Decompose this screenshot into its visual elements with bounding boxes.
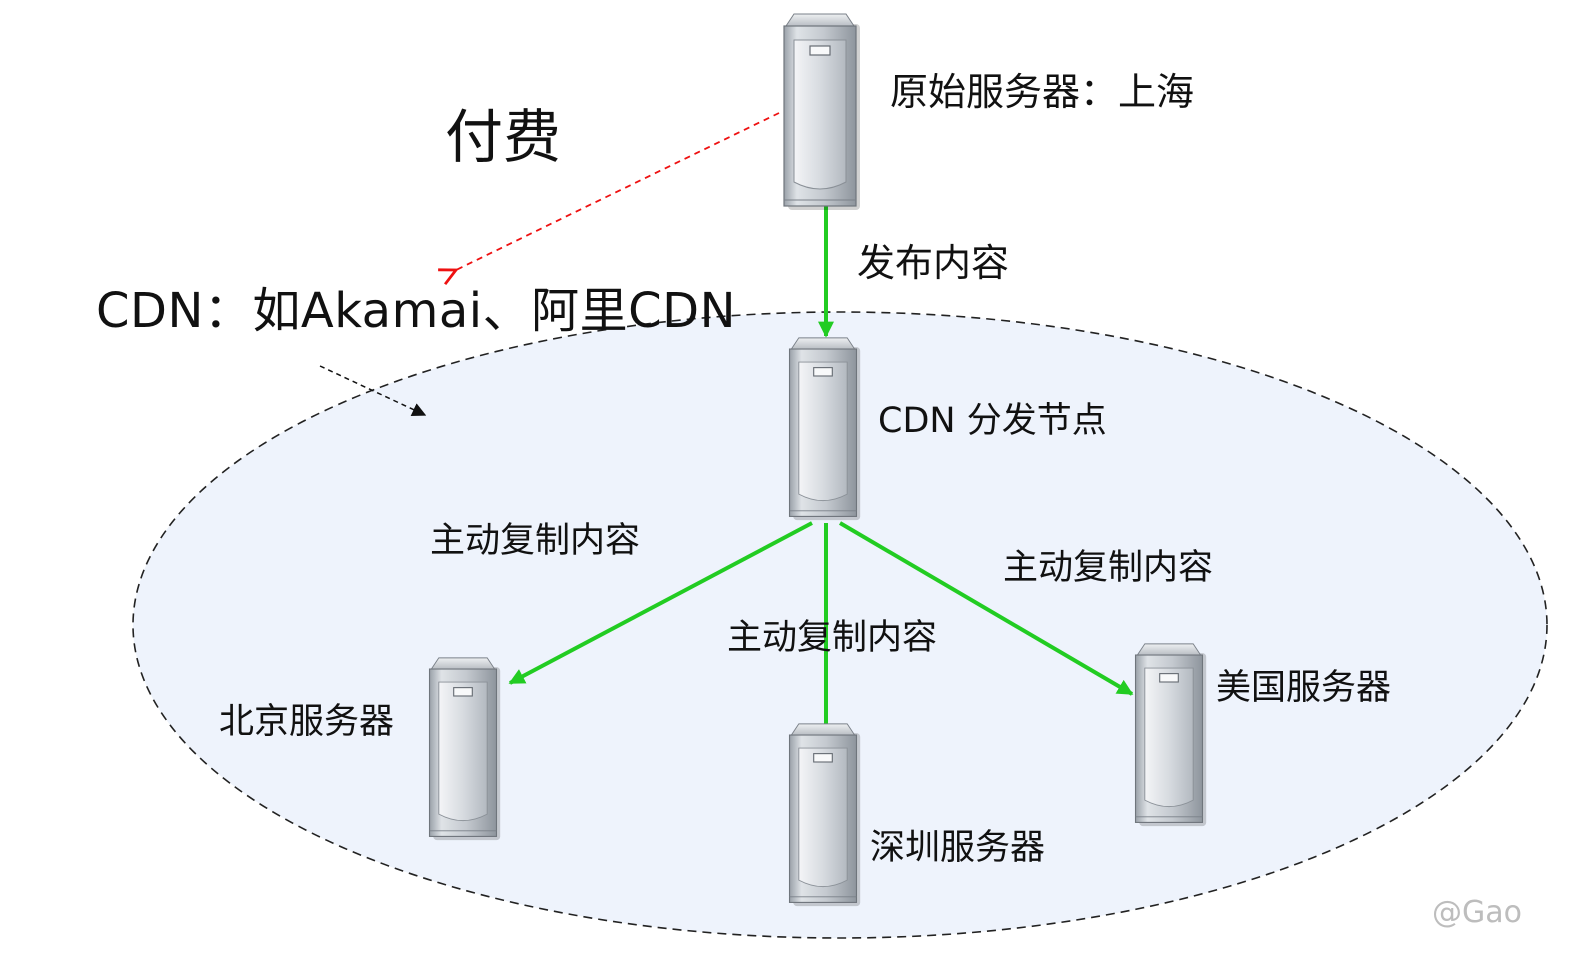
watermark: @Gao [1432, 895, 1522, 930]
shenzhen-server-label: 深圳服务器 [870, 828, 1046, 868]
fee-label: 付费 [445, 103, 562, 171]
usa-server-label: 美国服务器 [1216, 668, 1392, 708]
usa-server-icon [1134, 643, 1207, 827]
cdn-pointer-arrow [319, 365, 427, 417]
beijing-server-label: 北京服务器 [219, 702, 395, 742]
payment-arrow [456, 112, 780, 270]
origin-server-icon [783, 13, 861, 211]
replicate-arrow-beijing [508, 521, 813, 685]
cdn-node-server-icon [788, 337, 861, 521]
beijing-server-icon [428, 657, 501, 841]
shenzhen-server-icon [788, 723, 861, 907]
replicate-arrow-usa [838, 521, 1134, 696]
cdn-provider-label: CDN：如Akamai、阿里CDN [96, 283, 736, 339]
cdn-node-label: CDN 分发节点 [878, 401, 1107, 441]
replicate-left-label: 主动复制内容 [430, 521, 641, 561]
origin-server-label: 原始服务器：上海 [890, 70, 1195, 114]
publish-label: 发布内容 [857, 241, 1010, 285]
replicate-center-label: 主动复制内容 [727, 618, 938, 658]
replicate-right-label: 主动复制内容 [1003, 548, 1214, 588]
